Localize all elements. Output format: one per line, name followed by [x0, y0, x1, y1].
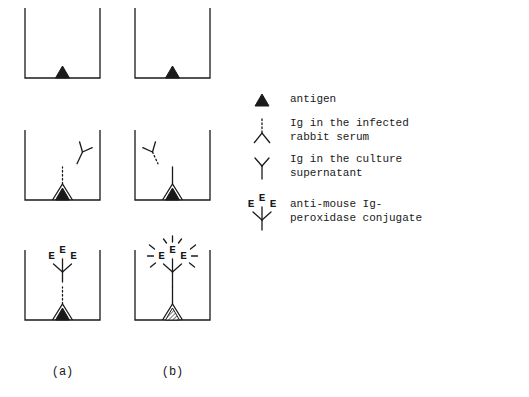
legend-text: antigen — [290, 93, 428, 107]
conjugate-arm — [164, 264, 173, 272]
antigen-symbol — [56, 308, 70, 320]
conjugate-arm — [262, 212, 271, 220]
antigen-symbol — [166, 188, 180, 200]
conjugate-arm — [54, 264, 63, 272]
enzyme-label: E — [180, 251, 187, 262]
conjugate-symbol — [54, 259, 72, 282]
antibody-arms — [163, 184, 183, 200]
antibody-stem — [261, 166, 262, 179]
antibody-stem — [62, 167, 63, 184]
legend-text: anti-mouse Ig-peroxidase conjugate — [290, 198, 428, 226]
enzyme-label: E — [158, 251, 165, 262]
conjugate-arm — [63, 264, 72, 272]
mouse-ig-free — [255, 158, 269, 179]
conjugate-symbol — [164, 259, 182, 287]
antibody-arm — [143, 145, 153, 155]
rabbit-ig-free — [143, 142, 165, 167]
antigen-symbol — [56, 188, 70, 200]
microplate-well — [25, 250, 100, 320]
conjugate-arm — [172, 259, 173, 272]
signal-ray — [190, 263, 195, 267]
microplate-well — [25, 8, 100, 78]
legend-text: Ig in the infected rabbit serum — [290, 117, 428, 145]
mouse-ig-bound — [163, 167, 183, 200]
conjugate-stem — [172, 272, 173, 287]
enzyme-label: E — [70, 251, 77, 262]
antigen-symbol — [166, 308, 180, 320]
enzyme-label: E — [48, 251, 55, 262]
signal-rays — [148, 236, 198, 267]
enzyme-label: E — [270, 199, 277, 210]
conjugate-stem — [62, 272, 63, 282]
antibody-arm — [262, 158, 269, 166]
antibody-arms — [163, 304, 183, 320]
antigen-symbol — [56, 66, 70, 78]
enzyme-label: E — [259, 193, 266, 204]
legend-sample — [254, 119, 270, 143]
conjugate-arm — [253, 212, 262, 220]
signal-ray — [191, 245, 196, 249]
antibody-arm — [83, 145, 93, 155]
signal-ray — [192, 255, 198, 256]
rabbit-ig-bound — [53, 167, 73, 200]
enzyme-label: E — [59, 245, 66, 256]
mouse-ig-bound — [163, 287, 183, 320]
signal-ray — [164, 239, 167, 243]
signal-ray — [172, 236, 173, 242]
signal-ray — [150, 245, 155, 249]
conjugate-arm — [261, 207, 262, 220]
microplate-well — [25, 130, 100, 200]
antibody-arm — [149, 142, 159, 152]
antibody-arm — [255, 158, 262, 166]
antibody-arms — [53, 304, 73, 320]
signal-ray — [151, 263, 156, 267]
panel-label: (a) — [52, 365, 74, 380]
antigen-symbol — [255, 94, 269, 106]
rabbit-ig-bound — [53, 287, 73, 320]
antibody-arms — [254, 133, 270, 143]
antibody-arms — [53, 184, 73, 200]
enzyme-label: E — [169, 245, 176, 256]
antibody-stem — [261, 119, 262, 133]
antigen-symbol — [166, 66, 180, 78]
microplate-well — [135, 8, 210, 78]
conjugate-symbol — [253, 207, 271, 230]
enzyme-label: E — [248, 199, 255, 210]
signal-ray — [148, 255, 154, 256]
antibody-stem — [62, 287, 63, 304]
signal-ray — [179, 239, 182, 243]
conjugate-arm — [173, 264, 182, 272]
microplate-well — [135, 250, 210, 320]
microplate-well — [135, 130, 210, 200]
antibody-stem — [153, 152, 158, 164]
antibody-stem — [77, 152, 82, 164]
conjugate-stem — [261, 220, 262, 230]
mouse-ig-free — [71, 142, 93, 167]
conjugate-arm — [62, 259, 63, 272]
panel-label: (b) — [162, 365, 184, 380]
legend-text: Ig in the culture supernatant — [290, 153, 428, 181]
antibody-stem — [172, 167, 173, 184]
antibody-stem — [172, 287, 173, 304]
